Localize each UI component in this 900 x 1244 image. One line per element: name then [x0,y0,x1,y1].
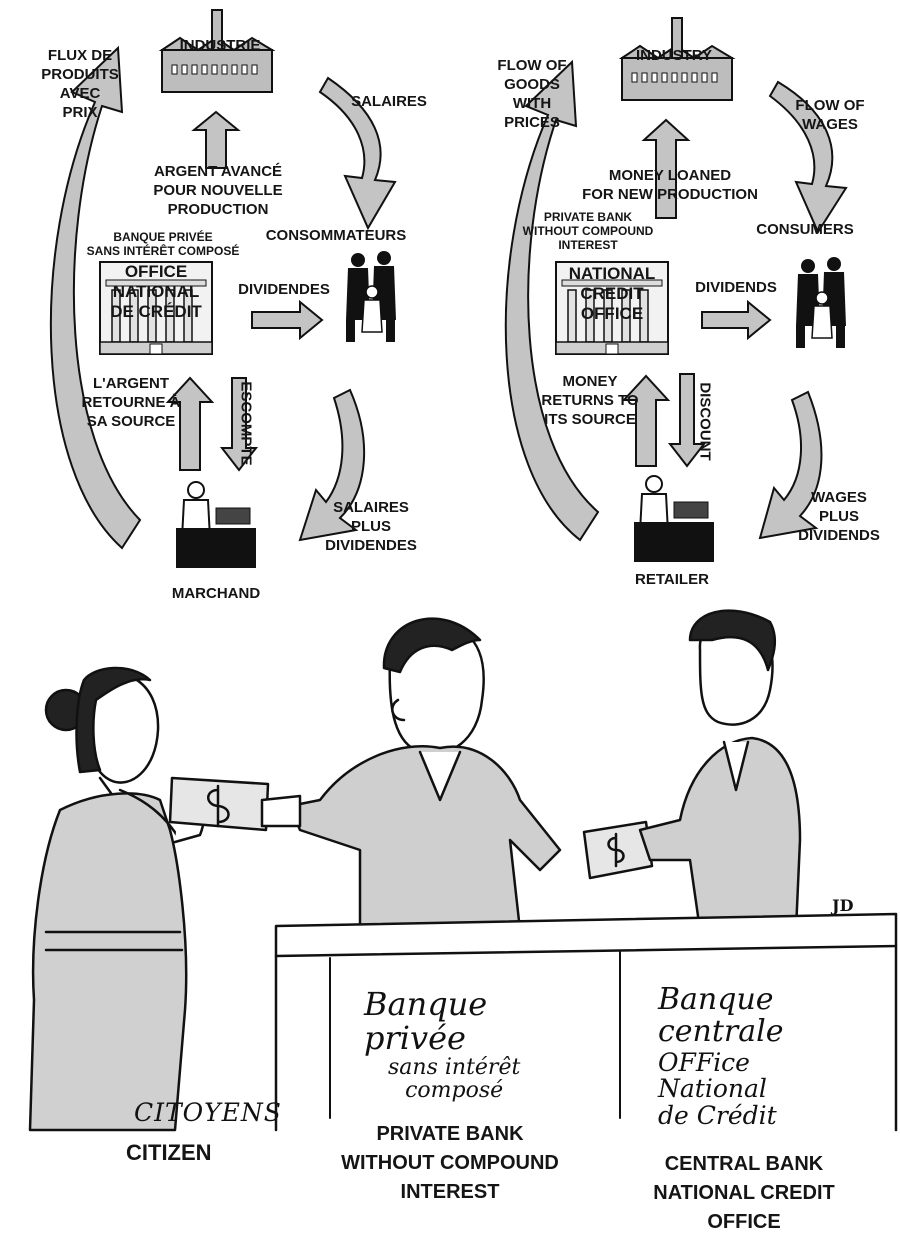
label-dividends-fr: DIVIDENDES [238,281,330,298]
central-fr-subtitle: OFFice National de Crédit [658,1048,777,1130]
label-wages-en: FLOW OF WAGES [795,97,865,133]
arrow-dividends-en [701,299,772,341]
arrow-goods-flow-en [504,59,600,542]
central-en-caption: CENTRAL BANK NATIONAL CREDIT OFFICE [653,1153,835,1233]
banknote-icon [168,776,270,832]
flow-diagram-french [49,9,397,569]
citizen-fr-label: CITOYENS [134,1098,282,1127]
flow-diagram-english [504,17,848,563]
label-retailer-en: RETAILER [635,571,709,588]
bank-fr-subtitle: sans intérêt composé [388,1055,521,1104]
cartoon-scene [28,609,898,1132]
label-office-fr: OFFICE NATIONAL DE CRÉDIT [110,262,202,321]
citizen-figure [28,666,207,1132]
arrow-wages-plus [298,388,366,542]
label-money-advanced-fr: ARGENT AVANCÉ POUR NOUVELLE PRODUCTION [153,163,283,218]
banknote-icon-2 [582,820,654,880]
label-discount-fr: ESCOMPTE [237,381,255,466]
label-wages-plus-fr: SALAIRES PLUS DIVIDENDES [325,499,417,554]
label-wages-fr: SALAIRES [351,93,427,110]
retailer-icon [175,481,257,569]
arrow-dividends [251,299,324,341]
label-retailer-fr: MARCHAND [171,585,261,602]
label-money-returns-en: MONEY RETURNS TO ITS SOURCE [541,373,639,428]
citizen-en-label: CITIZEN [126,1140,212,1165]
arrow-money-returns [165,376,215,471]
label-industry-en: INDUSTRY [635,47,713,64]
arrow-money-advanced [191,110,241,169]
arrow-goods-flow [49,45,142,550]
arrow-wages-plus-en [758,390,823,540]
label-private-bank-en: PRIVATE BANK WITHOUT COMPOUND INTEREST [522,210,654,252]
artist-signature: JD [832,896,854,915]
label-private-bank-fr: BANQUE PRIVÉE SANS INTÉRÊT COMPOSÉ [86,230,240,258]
label-dividends-en: DIVIDENDS [695,279,777,296]
label-money-returns-fr: L'ARGENT RETOURNE À SA SOURCE [81,375,181,430]
arrow-discount-en [667,373,707,468]
arrow-wages [318,76,397,231]
central-fr-title: Banque centrale [658,982,784,1049]
label-discount-en: DISCOUNT [696,382,714,461]
label-flow-goods-fr: FLUX DE PRODUITS AVEC PRIX [41,47,119,121]
label-office-en: NATIONAL CREDIT OFFICE [568,264,656,323]
family-icon [345,250,397,343]
private-banker-figure [260,617,562,932]
label-money-loaned-en: MONEY LOANED FOR NEW PRODUCTION [582,167,758,203]
label-wages-plus-en: WAGES PLUS DIVIDENDS [798,489,880,544]
label-consumers-fr: CONSOMMATEURS [265,227,407,244]
label-flow-goods-en: FLOW OF GOODS WITH PRICES [497,57,567,131]
arrow-money-loaned-en [641,118,691,219]
retailer-icon-en [633,475,715,563]
arrow-wages-en [768,80,848,235]
bank-en-caption: PRIVATE BANK WITHOUT COMPOUND INTEREST [341,1123,559,1203]
label-consumers-en: CONSUMERS [756,221,854,238]
arrow-money-returns-en [621,374,671,467]
arrow-discount [219,377,259,472]
label-industry-fr: INDUSTRIE [179,37,261,54]
bank-counter [274,912,898,1132]
bank-fr-title: Banque privée [364,985,488,1057]
family-icon-en [795,256,847,349]
central-banker-figure [638,609,802,932]
